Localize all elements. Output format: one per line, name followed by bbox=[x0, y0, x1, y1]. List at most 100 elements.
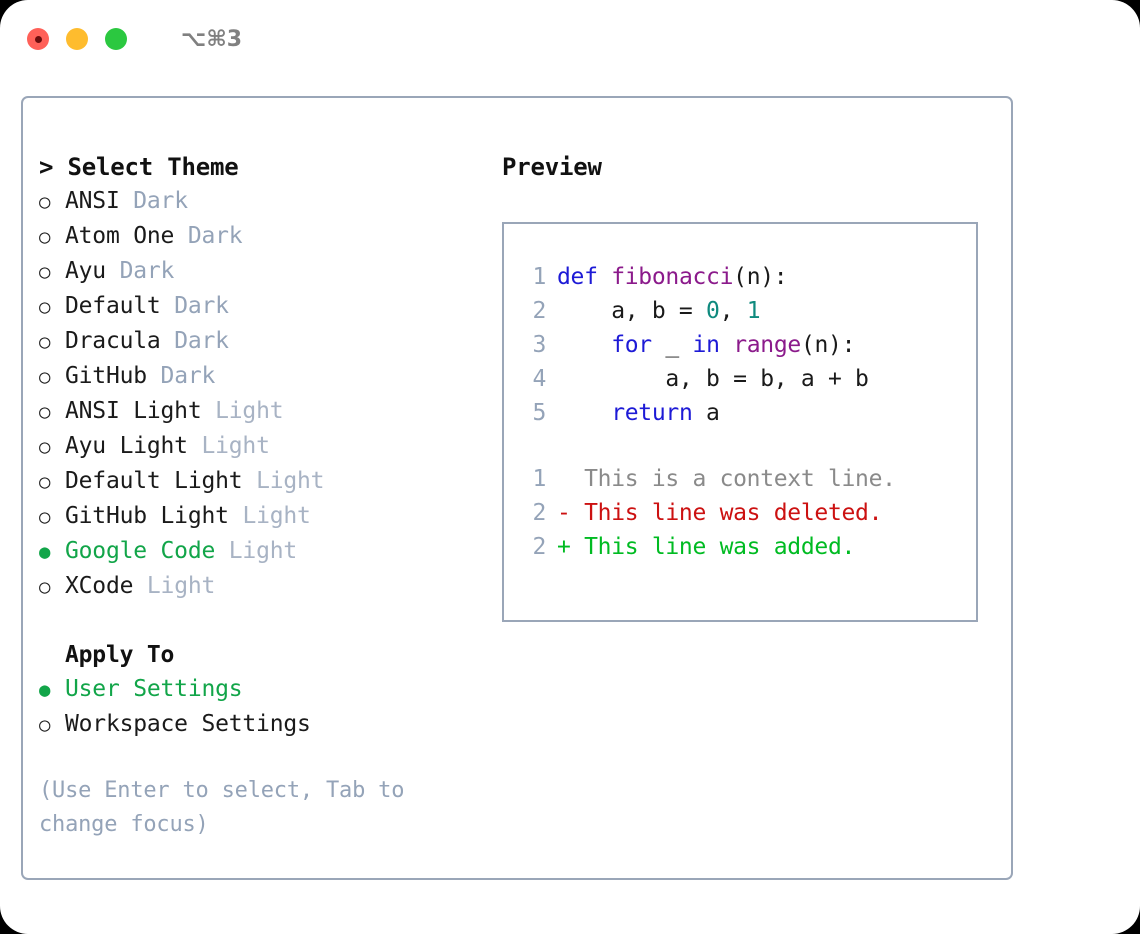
line-number: 2 bbox=[532, 298, 546, 324]
theme-variant-tag: Dark bbox=[133, 188, 188, 214]
apply-to-option-list: ●User Settings ○ Workspace Settings bbox=[39, 672, 499, 742]
radio-unselected-icon: ○ bbox=[39, 191, 51, 213]
code-token: a bbox=[692, 400, 720, 426]
theme-option-label: ANSI Light bbox=[65, 398, 202, 424]
label-gap bbox=[215, 534, 229, 568]
close-button-icon[interactable] bbox=[27, 28, 49, 50]
diff-block: 1 This is a context line.2- This line wa… bbox=[518, 462, 976, 564]
theme-variant-tag: Dark bbox=[160, 363, 216, 389]
theme-option-label: Dracula bbox=[65, 328, 161, 354]
diff-line-content: - This line was deleted. bbox=[557, 500, 883, 526]
code-token bbox=[557, 332, 611, 358]
theme-picker-header: > Select Theme bbox=[39, 153, 239, 181]
theme-variant-tag: Dark bbox=[174, 328, 229, 354]
apply-to-option-user-settings[interactable]: ●User Settings bbox=[39, 672, 499, 707]
preview-title: Preview bbox=[502, 153, 602, 181]
code-line-content: a, b = b, a + b bbox=[557, 362, 869, 396]
code-token: a, b = b, a + b bbox=[557, 366, 869, 392]
theme-option-github[interactable]: ○ GitHub Dark bbox=[39, 359, 499, 394]
theme-option-label: GitHub bbox=[65, 363, 147, 389]
theme-option-label: Ayu Light bbox=[65, 433, 188, 459]
dialog-frame: > Select Theme ○ANSI Dark○Atom One Dark○… bbox=[21, 96, 1013, 880]
label-gap bbox=[188, 429, 202, 463]
code-line-content: for _ in range(n): bbox=[557, 328, 855, 362]
code-token: for bbox=[611, 332, 652, 358]
diff-line: 2 - This line was deleted. bbox=[518, 496, 976, 530]
theme-option-default[interactable]: ○Default Dark bbox=[39, 289, 499, 324]
theme-variant-tag: Light bbox=[215, 398, 284, 424]
diff-line-content: + This line was added. bbox=[557, 534, 856, 560]
radio-unselected-icon: ○ bbox=[39, 366, 51, 388]
code-line: 5 return a bbox=[518, 396, 976, 430]
code-line-content: a, b = 0, 1 bbox=[557, 294, 760, 328]
theme-option-label: GitHub Light bbox=[65, 503, 229, 529]
line-number: 3 bbox=[532, 332, 546, 358]
theme-option-xcode[interactable]: ○XCode Light bbox=[39, 569, 499, 604]
code-token: _ bbox=[651, 332, 693, 358]
radio-unselected-icon: ○ bbox=[39, 714, 51, 736]
radio-unselected-icon: ○ bbox=[39, 436, 51, 458]
theme-variant-tag: Light bbox=[201, 433, 270, 459]
theme-picker-panel: > Select Theme ○ANSI Dark○Atom One Dark○… bbox=[39, 150, 499, 842]
label-gap bbox=[161, 289, 175, 323]
code-token: in bbox=[692, 332, 720, 358]
theme-option-github-light[interactable]: ○GitHub Light Light bbox=[39, 499, 499, 534]
code-diff-separator bbox=[518, 430, 976, 462]
theme-option-list: ○ANSI Dark○Atom One Dark○Ayu Dark○Defaul… bbox=[39, 184, 499, 604]
label-gap bbox=[120, 184, 134, 218]
theme-option-label: ANSI bbox=[65, 188, 120, 214]
apply-to-option-label: Workspace Settings bbox=[65, 711, 311, 737]
code-token: 0 bbox=[706, 298, 720, 324]
theme-option-ansi-light[interactable]: ○ANSI Light Light bbox=[39, 394, 499, 429]
code-line-content: def fibonacci(n): bbox=[557, 260, 788, 294]
line-number: 1 bbox=[532, 466, 546, 492]
line-number: 2 bbox=[532, 534, 546, 560]
theme-variant-tag: Light bbox=[228, 538, 298, 564]
theme-variant-tag: Dark bbox=[119, 258, 175, 284]
theme-option-label: Google Code bbox=[65, 538, 216, 564]
label-gap bbox=[174, 219, 188, 253]
code-token: range bbox=[733, 332, 801, 358]
code-token: (n): bbox=[800, 332, 856, 358]
label-gap bbox=[133, 569, 147, 603]
theme-option-ayu-light[interactable]: ○ Ayu Light Light bbox=[39, 429, 499, 464]
code-token bbox=[557, 400, 611, 426]
maximize-button-icon[interactable] bbox=[105, 28, 127, 50]
code-token: return bbox=[611, 400, 693, 426]
code-token: fibonacci bbox=[611, 264, 734, 290]
label-gap bbox=[147, 359, 161, 393]
line-number: 1 bbox=[532, 264, 546, 290]
theme-option-google-code[interactable]: ●Google Code Light bbox=[39, 534, 499, 569]
theme-variant-tag: Light bbox=[256, 468, 325, 494]
apply-to-option-label: User Settings bbox=[65, 676, 243, 702]
theme-option-dracula[interactable]: ○Dracula Dark bbox=[39, 324, 499, 359]
code-line-content: return a bbox=[557, 396, 720, 430]
code-token: a, b = bbox=[557, 298, 707, 324]
theme-option-ansi[interactable]: ○ ANSI Dark bbox=[39, 184, 499, 219]
theme-option-atom-one[interactable]: ○Atom One Dark bbox=[39, 219, 499, 254]
code-line: 2 a, b = 0, 1 bbox=[518, 294, 976, 328]
label-gap bbox=[242, 464, 256, 498]
keyboard-shortcut-label: ⌥⌘3 bbox=[181, 26, 243, 52]
line-number: 2 bbox=[532, 500, 546, 526]
theme-option-ayu[interactable]: ○Ayu Dark bbox=[39, 254, 499, 289]
list-spacer bbox=[39, 604, 499, 638]
code-token: (n): bbox=[733, 264, 788, 290]
theme-variant-tag: Light bbox=[242, 503, 311, 529]
radio-unselected-icon: ○ bbox=[39, 576, 51, 598]
titlebar: ⌥⌘3 bbox=[0, 0, 1140, 78]
code-line: 1 def fibonacci(n): bbox=[518, 260, 976, 294]
theme-option-default-light[interactable]: ○Default Light Light bbox=[39, 464, 499, 499]
minimize-button-icon[interactable] bbox=[66, 28, 88, 50]
code-token: 1 bbox=[746, 298, 761, 324]
theme-option-label: Atom One bbox=[65, 223, 175, 249]
keyboard-hint-text: (Use Enter to select, Tab to change focu… bbox=[39, 778, 405, 837]
label-gap bbox=[161, 324, 175, 358]
line-number: 5 bbox=[532, 400, 546, 426]
code-token: , bbox=[719, 298, 747, 324]
label-gap bbox=[229, 499, 243, 533]
apply-to-option-workspace-settings[interactable]: ○ Workspace Settings bbox=[39, 707, 499, 742]
theme-variant-tag: Light bbox=[146, 573, 216, 599]
